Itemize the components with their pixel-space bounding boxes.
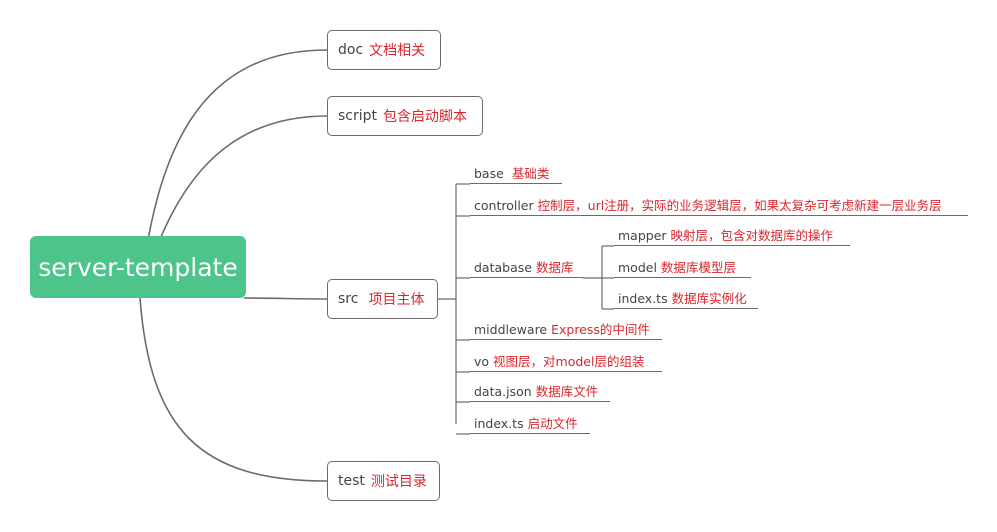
node-index-instance[interactable]: index.ts 数据库实例化 [614, 285, 758, 309]
node-desc: 视图层，对model层的组装 [493, 354, 645, 369]
node-desc: Express的中间件 [551, 322, 650, 337]
node-middleware[interactable]: middleware Express的中间件 [470, 316, 662, 340]
branch-script[interactable]: script 包含启动脚本 [327, 96, 483, 136]
node-mapper[interactable]: mapper 映射层，包含对数据库的操作 [614, 222, 850, 246]
node-desc: 数据库实例化 [671, 291, 747, 306]
branch-name: src [338, 291, 359, 307]
node-name: model [618, 260, 657, 275]
node-name: controller [474, 198, 534, 213]
node-name: index.ts [618, 291, 668, 306]
branch-desc: 文档相关 [369, 43, 426, 59]
node-desc: 数据库文件 [535, 384, 599, 399]
branch-name: script [338, 108, 378, 124]
node-desc: 基础类 [511, 166, 550, 181]
branch-src[interactable]: src 项目主体 [327, 279, 438, 319]
node-name: database [474, 260, 532, 275]
node-name: middleware [474, 322, 548, 337]
node-base[interactable]: base 基础类 [470, 160, 562, 184]
branch-desc: 包含启动脚本 [383, 109, 468, 125]
node-controller[interactable]: controller 控制层，url注册，实际的业务逻辑层，如果太复杂可考虑新建… [470, 192, 968, 216]
branch-name: test [338, 473, 365, 489]
branch-test[interactable]: test 测试目录 [327, 461, 440, 501]
node-desc: 映射层，包含对数据库的操作 [670, 228, 834, 243]
node-name: data.json [474, 384, 532, 399]
node-desc: 数据库 [535, 260, 574, 275]
node-vo[interactable]: vo 视图层，对model层的组装 [470, 348, 662, 372]
node-name: vo [474, 354, 490, 369]
root-label: server-template [38, 252, 238, 282]
node-name: mapper [618, 228, 667, 243]
node-index-start[interactable]: index.ts 启动文件 [470, 410, 590, 434]
branch-desc: 测试目录 [370, 474, 427, 490]
node-data-json[interactable]: data.json 数据库文件 [470, 378, 610, 402]
node-name: base [474, 166, 504, 181]
node-desc: 数据库模型层 [660, 260, 736, 275]
node-model[interactable]: model 数据库模型层 [614, 254, 751, 278]
branch-desc: 项目主体 [368, 292, 425, 308]
node-database[interactable]: database 数据库 [470, 254, 583, 278]
branch-doc[interactable]: doc 文档相关 [327, 30, 441, 70]
branch-name: doc [338, 42, 364, 58]
node-name: index.ts [474, 416, 524, 431]
node-desc: 控制层，url注册，实际的业务逻辑层，如果太复杂可考虑新建一层业务层 [537, 198, 942, 213]
root-node[interactable]: server-template [30, 236, 246, 298]
node-desc: 启动文件 [527, 416, 578, 431]
